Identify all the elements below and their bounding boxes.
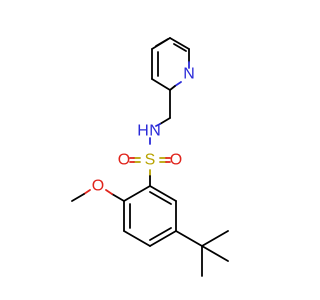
bond-c2-omethoxy: [111, 193, 125, 202]
bond-ring-tbu: [175, 230, 203, 247]
bond-pyr-n-c2-b: [169, 85, 176, 91]
methoxy-group: [71, 189, 125, 202]
atom-label-sulfonyl-o-left: O: [118, 152, 130, 169]
bond-pyr-c2-c1: [151, 78, 171, 91]
sulfonyl-group: [129, 157, 171, 187]
tert-butyl-group: [175, 230, 229, 277]
bond-pyr-c4-c5: [169, 37, 190, 50]
pyridine-ring: [151, 37, 190, 91]
bond-o-ch3-o: [83, 189, 91, 195]
bond-bz-c6-c1: [149, 185, 177, 202]
benzene-ring: [123, 185, 177, 247]
atom-label-sulfur: S: [145, 152, 156, 169]
atom-label-amine-n: N: [149, 123, 161, 140]
bond-pyr-n-c2: [174, 81, 182, 87]
bond-ch2-nh: [159, 117, 171, 125]
bond-bz-c4-c5: [149, 230, 177, 247]
bond-pyr-c3-c4-inner: [155, 38, 169, 47]
bond-c2-omethoxy-o: [105, 189, 113, 195]
bond-ch2-nh-n: [155, 123, 161, 127]
molecule-structure-diagram: N H N S O O O: [71, 37, 229, 277]
bond-tbu-me1: [201, 230, 229, 247]
bond-bz-c6-c1-inner: [149, 191, 172, 205]
bond-bz-c3-c4: [123, 230, 151, 247]
bond-bz-c4-c5-inner: [149, 227, 172, 241]
atom-label-amine-h: H: [137, 123, 149, 140]
atom-label-sulfonyl-o-right: O: [170, 152, 182, 169]
atom-label-pyridine-n: N: [183, 66, 195, 83]
bond-tbu-me2: [201, 245, 229, 262]
bond-bz-c1-c2: [123, 185, 151, 202]
bond-pyr-c4-c5-inner: [173, 43, 187, 52]
bond-o-ch3: [71, 193, 85, 202]
atom-label-methoxy-o: O: [92, 178, 104, 195]
linker: [149, 89, 171, 145]
